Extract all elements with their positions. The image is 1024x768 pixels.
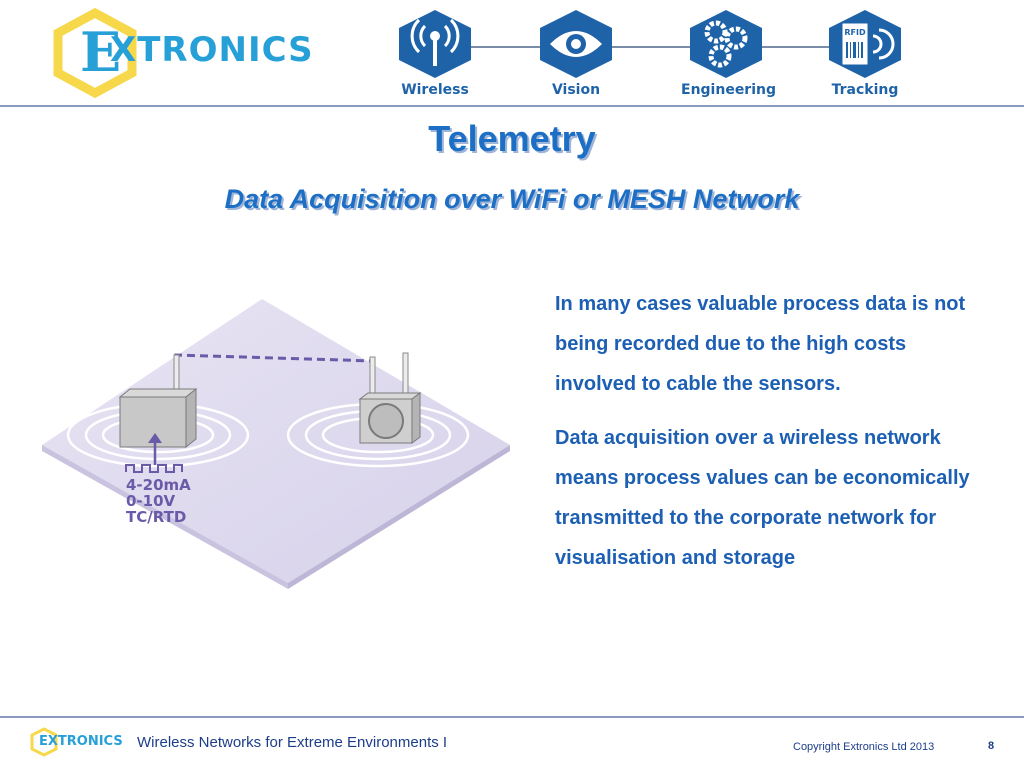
telemetry-diagram-svg: 4-20mA 0-10V TC/RTD — [42, 299, 510, 589]
nav-item-vision[interactable]: Vision — [531, 8, 621, 106]
nav-item-wireless[interactable]: Wireless — [390, 8, 480, 106]
nav-connector-line — [465, 46, 845, 48]
page-number: 8 — [988, 740, 995, 752]
body-paragraph: In many cases valuable process data is n… — [555, 293, 966, 395]
floor-edge-right — [288, 445, 510, 589]
body-text: In many cases valuable process data is n… — [555, 284, 975, 592]
nav-item-engineering[interactable]: Engineering — [681, 8, 776, 106]
header: E XTRONICS Wireless Vision — [0, 0, 1024, 108]
footer-hexagon-logo-icon — [30, 727, 58, 757]
extronics-logo[interactable]: E XTRONICS — [50, 8, 350, 98]
slide-title: Telemetry — [428, 118, 596, 159]
hexagon-logo-icon — [53, 8, 137, 98]
nav-label: Vision — [551, 82, 601, 98]
slide-subtitle: Data Acquisition over WiFi or MESH Netwo… — [224, 184, 800, 214]
logo-initial: E — [80, 20, 122, 84]
footer-divider — [0, 716, 1024, 718]
wireless-tower-icon — [399, 10, 471, 78]
floor-edge-left — [42, 445, 288, 589]
rfid-icon: RFID — [829, 10, 901, 78]
nav-label: Wireless — [401, 82, 469, 98]
signal-label-temperature: TC/RTD — [126, 508, 186, 526]
gateway-device — [358, 352, 422, 444]
pulse-waveform-icon — [125, 464, 183, 473]
rfid-badge: RFID — [844, 28, 866, 37]
footer-logo-text: EXTRONICS — [39, 734, 123, 749]
header-divider — [0, 105, 1024, 107]
nav-label: Engineering — [681, 82, 776, 98]
signal-label-voltage: 0-10V — [126, 492, 176, 510]
telemetry-diagram: 4-20mA 0-10V TC/RTD — [38, 295, 518, 590]
logo-wordmark: XTRONICS — [110, 30, 314, 70]
nav-label: Tracking — [831, 82, 899, 98]
footer-copyright: Copyright Extronics Ltd 2013 — [793, 741, 935, 753]
footer-title: Wireless Networks for Extreme Environmen… — [137, 734, 448, 751]
signal-label-current: 4-20mA — [126, 476, 191, 494]
gears-icon — [690, 10, 762, 78]
eye-icon — [540, 10, 612, 78]
floor-plane — [42, 299, 510, 583]
body-paragraph: Data acquisition over a wireless network… — [555, 427, 970, 569]
nav-item-tracking[interactable]: RFID Tracking — [820, 8, 910, 106]
signal-input-arrow — [148, 433, 162, 465]
